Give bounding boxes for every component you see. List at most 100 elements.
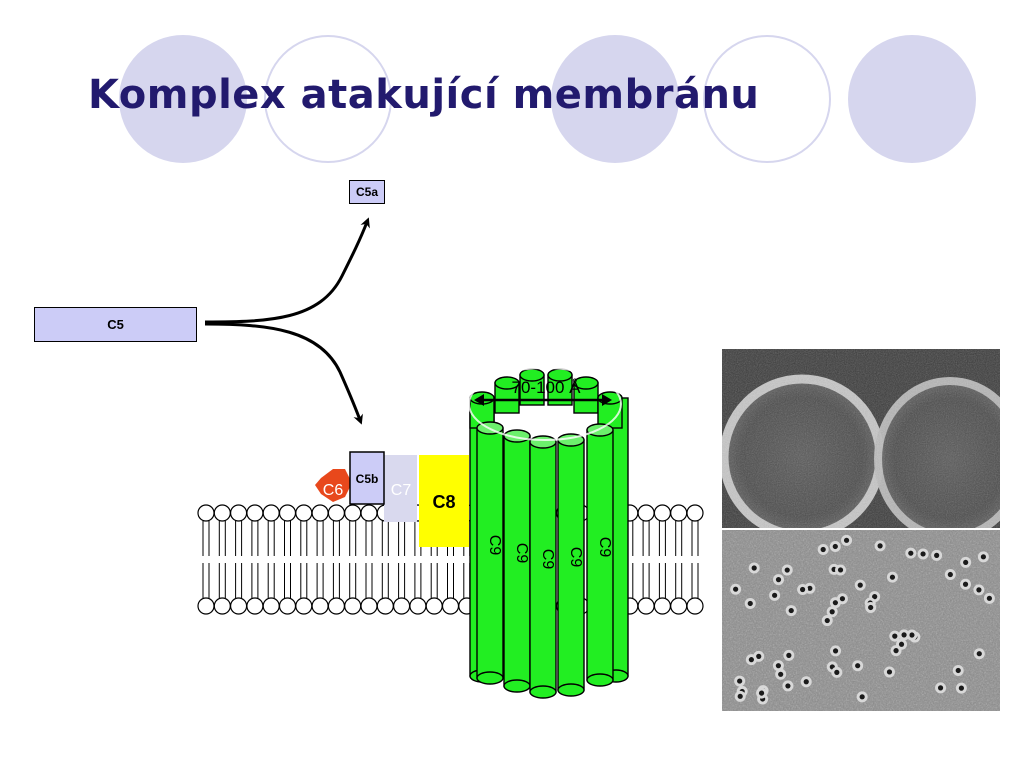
decor-circle-5 xyxy=(848,35,976,163)
cleavage-arrows xyxy=(204,217,370,425)
pore-center xyxy=(855,663,861,669)
c5a-label: C5a xyxy=(355,185,378,199)
c9-label: C9 xyxy=(513,543,530,564)
lipid-head xyxy=(360,597,378,615)
c9-cylinder-base xyxy=(503,679,531,693)
pore-center xyxy=(737,678,743,684)
pore-center xyxy=(803,679,809,685)
pore-center xyxy=(963,559,969,566)
c9-cylinder-base xyxy=(529,685,557,699)
c9-cylinder xyxy=(503,435,531,687)
pore-center xyxy=(976,587,982,593)
lipid-head xyxy=(278,504,297,522)
pore-center xyxy=(839,596,846,602)
lipid-head xyxy=(376,597,394,615)
pore-center xyxy=(820,546,826,553)
lipid-head xyxy=(327,597,345,615)
lipid-head xyxy=(311,597,329,615)
lipid-head xyxy=(653,597,672,615)
arrow-to-c5b xyxy=(204,322,363,425)
pore-center xyxy=(857,582,863,588)
pore-center xyxy=(785,683,791,689)
c7-block: C7 xyxy=(384,455,417,522)
arrow-to-c5a xyxy=(204,217,370,324)
pore-center xyxy=(832,600,838,606)
lipid-head xyxy=(670,597,688,615)
pore-center xyxy=(980,554,986,560)
pore-center xyxy=(962,581,969,587)
c9-cylinder-base xyxy=(557,683,585,697)
c6-label: C6 xyxy=(323,482,344,499)
pore-center xyxy=(892,633,898,639)
pore-center xyxy=(829,609,835,615)
lipid-head xyxy=(637,504,655,522)
pore-center xyxy=(877,543,883,549)
c9-cylinder-top xyxy=(573,376,599,390)
c6-block: C6 xyxy=(315,469,352,502)
micrograph-pores xyxy=(722,530,1000,711)
pore-center xyxy=(859,694,865,700)
pore-center xyxy=(934,552,940,558)
pore-center xyxy=(908,550,914,556)
pore-center xyxy=(807,585,813,591)
lipid-head xyxy=(653,504,672,522)
pore-center xyxy=(778,671,784,677)
pore-center xyxy=(986,595,992,601)
lipid-head xyxy=(295,504,313,522)
c8-block: C8 xyxy=(419,455,469,547)
c9-cylinder-top xyxy=(494,376,520,390)
pore-center xyxy=(843,537,850,543)
pore-center xyxy=(737,693,743,699)
c5-label: C5 xyxy=(107,317,124,332)
pore-center xyxy=(788,607,794,614)
c9-cylinder xyxy=(557,439,585,691)
lipid-head xyxy=(278,597,297,615)
lipid-head xyxy=(393,597,411,615)
pore-center xyxy=(901,632,907,638)
c9-cylinder xyxy=(529,441,557,693)
pore-center xyxy=(834,669,840,675)
pore-center xyxy=(832,648,839,654)
c5b-label: C5b xyxy=(356,472,379,486)
pore-center xyxy=(886,669,893,675)
pore-center xyxy=(758,690,765,696)
lipid-head xyxy=(409,597,427,615)
lipid-head xyxy=(230,597,248,615)
lipid-head xyxy=(246,597,264,615)
pore-center xyxy=(958,685,964,691)
lipid-head xyxy=(262,597,280,615)
pore-center xyxy=(733,586,739,592)
pore-center xyxy=(824,617,830,624)
lipid-head xyxy=(686,504,704,522)
pore-center xyxy=(947,571,953,578)
lipid-head xyxy=(213,597,231,615)
pore-center xyxy=(937,685,944,691)
lipid-head xyxy=(441,597,460,615)
decor-circle-3 xyxy=(551,35,679,163)
lipid-head xyxy=(213,504,231,522)
lipid-head xyxy=(425,597,443,615)
lipid-head xyxy=(246,504,264,522)
lipid-head xyxy=(230,504,248,522)
pore-center xyxy=(920,551,926,557)
pore-width-marker: 70-100 Å xyxy=(474,378,612,406)
pore-center xyxy=(775,663,781,669)
c9-cylinder-top xyxy=(529,435,557,449)
c9-label: C9 xyxy=(539,549,556,570)
pore-center xyxy=(898,641,905,647)
pore-center xyxy=(756,653,762,659)
pore-center xyxy=(772,592,778,598)
lipid-head xyxy=(311,504,329,522)
pore-center xyxy=(748,657,754,663)
lipid-head xyxy=(637,597,655,615)
lipid-head xyxy=(327,504,345,522)
c9-cylinder-base xyxy=(586,673,614,687)
pore-center xyxy=(909,632,915,638)
pore-center xyxy=(955,667,961,674)
lipid-head xyxy=(670,504,688,522)
decor-circle-4 xyxy=(703,35,831,163)
pore-center xyxy=(786,652,792,658)
lipid-head xyxy=(344,504,362,522)
c7-label: C7 xyxy=(391,482,412,499)
